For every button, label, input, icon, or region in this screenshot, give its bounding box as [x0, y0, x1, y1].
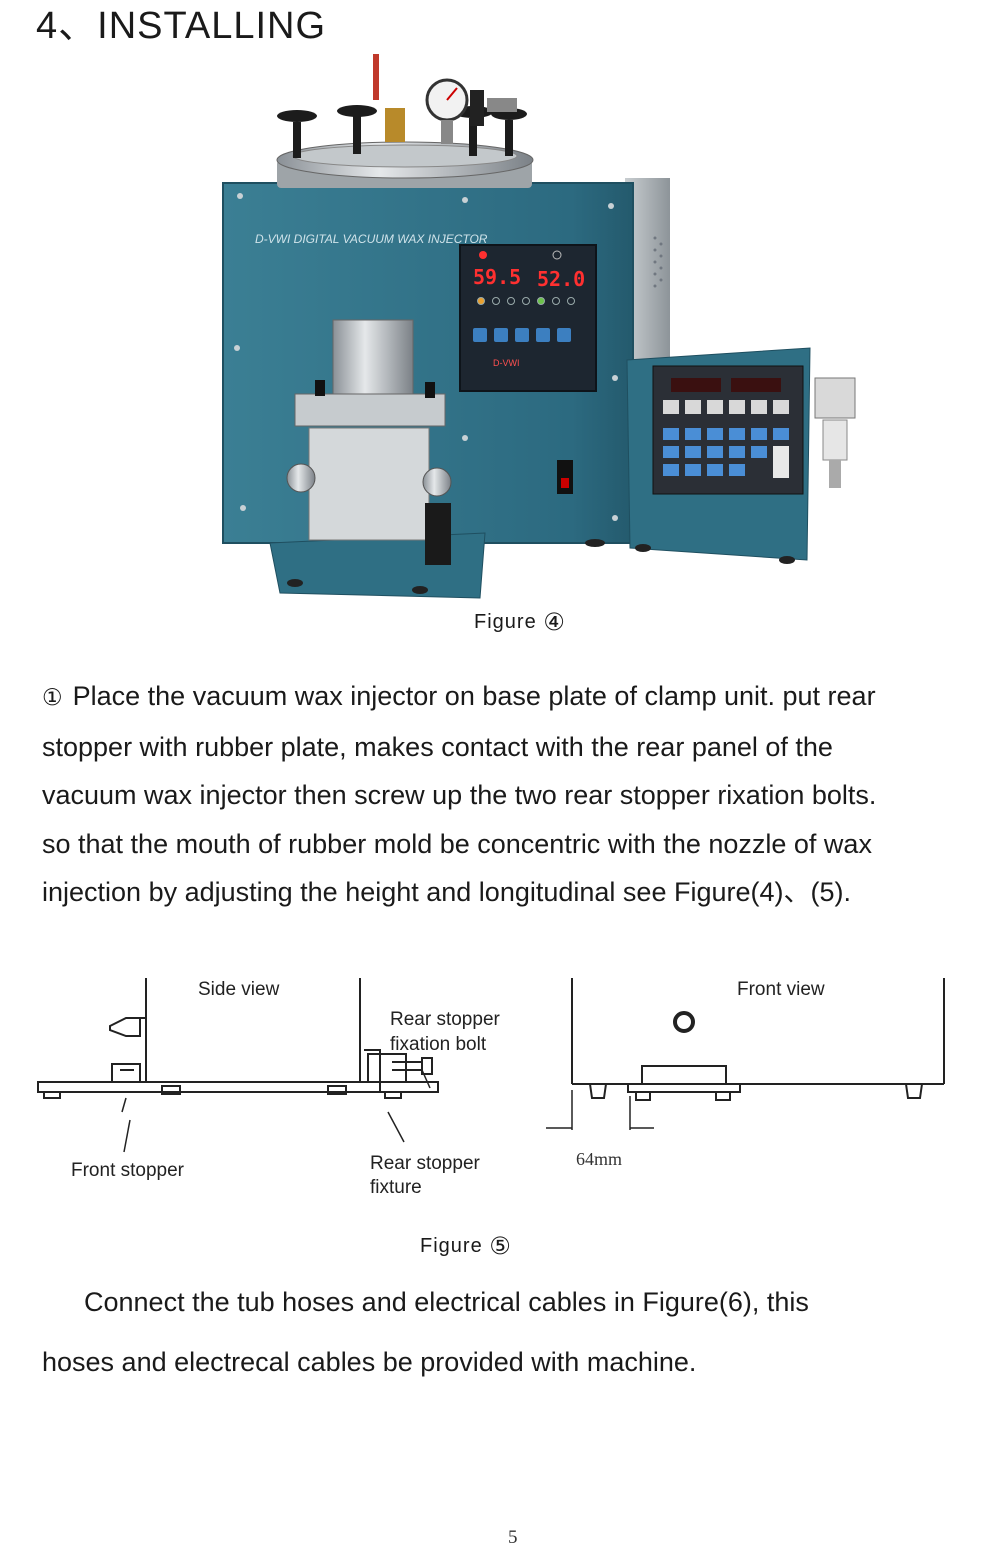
front-view-label: Front view: [737, 979, 825, 1000]
paragraph-line: Connect the tub hoses and electrical cab…: [84, 1287, 809, 1317]
rear-bolt-label-1: Rear stopper: [390, 1009, 501, 1030]
paragraph-line: injection by adjusting the height and lo…: [42, 877, 851, 907]
paragraph-line: hoses and electrecal cables be provided …: [42, 1347, 697, 1377]
paragraph-line: vacuum wax injector then screw up the tw…: [42, 780, 877, 810]
front-stopper-label: Front stopper: [71, 1160, 185, 1181]
rear-fixture-label-2: fixture: [370, 1177, 422, 1198]
display-right: 52.0: [537, 267, 585, 291]
paragraph-line: stopper with rubber plate, makes contact…: [42, 731, 833, 762]
figure-5-number: ⑤: [489, 1232, 512, 1260]
step-marker: ①: [42, 685, 63, 711]
figure-5-label: Figure: [420, 1235, 483, 1257]
figure-5-caption: Figure ⑤: [420, 1232, 512, 1260]
machine-photo: D-VWI DIGITAL VACUUM WAX INJECTOR 59.5 5…: [222, 54, 856, 599]
rear-fixture-label-1: Rear stopper: [370, 1153, 481, 1174]
paragraph-line: Place the vacuum wax injector on base pl…: [72, 681, 876, 711]
section-heading: 4、INSTALLING: [36, 5, 327, 47]
figure-4-number: ④: [543, 608, 566, 636]
figure-4-label: Figure: [474, 611, 537, 633]
installation-paragraph: ① Place the vacuum wax injector on base p…: [42, 672, 1000, 917]
display-left: 59.5: [473, 265, 521, 289]
brand-label: D-VWI DIGITAL VACUUM WAX INJECTOR: [255, 232, 488, 246]
connection-paragraph: Connect the tub hoses and electrical cab…: [42, 1272, 1000, 1392]
rear-bolt-label-2: fixation bolt: [390, 1034, 487, 1055]
figure-4-caption: Figure ④: [474, 608, 566, 636]
stopper-diagram: Side view Rear stopper fixation bolt Fro…: [37, 978, 945, 1198]
control-panel: [459, 244, 597, 392]
side-view-label: Side view: [198, 979, 280, 1000]
dimension-label: 64mm: [576, 1149, 622, 1169]
panel-label: D-VWI: [493, 358, 520, 368]
page-number: 5: [508, 1527, 518, 1548]
paragraph-line: so that the mouth of rubber mold be conc…: [42, 828, 872, 859]
